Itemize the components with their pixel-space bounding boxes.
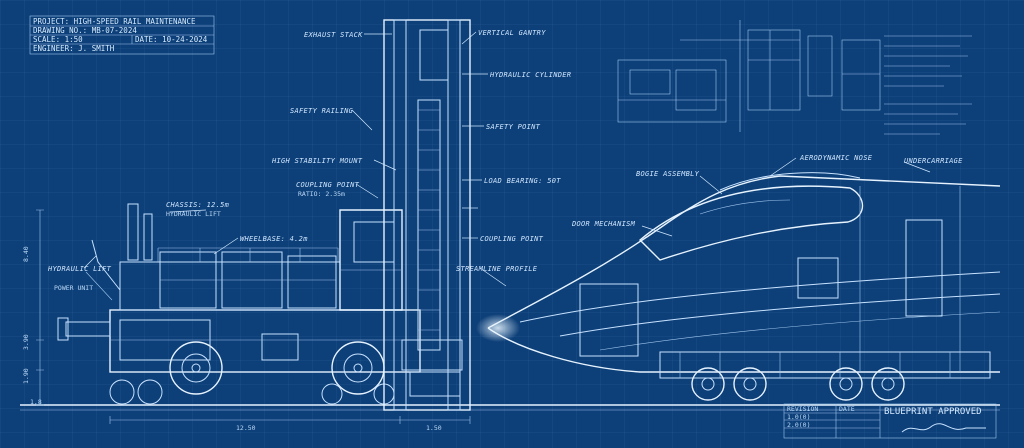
callout-hydraulic-lift-sub: POWER UNIT [54, 284, 93, 292]
callout-hydraulic-cylinder: HYDRAULIC CYLINDER [489, 71, 571, 79]
project-label: PROJECT: HIGH-SPEED RAIL MAINTENANCE [33, 17, 196, 26]
detail-schematics [617, 20, 972, 135]
revision-row-2: 2.0(0) [787, 421, 810, 429]
height-dimension-3: 1.90 [22, 368, 30, 384]
title-block: PROJECT: HIGH-SPEED RAIL MAINTENANCE DRA… [29, 15, 215, 55]
train-bogies [691, 367, 905, 401]
date-header: DATE [839, 405, 855, 413]
callout-undercarriage: UNDERCARRIAGE [904, 157, 963, 165]
callout-streamline-profile: STREAMLINE PROFILE [456, 265, 538, 273]
callout-coupling-point-left-sub: RATIO: 2.35m [298, 190, 345, 198]
callout-exhaust-stack: EXHAUST STACK [304, 31, 363, 39]
length-dimension-2: 1.50 [426, 424, 442, 432]
revision-header: REVISION [787, 405, 818, 413]
callout-hydraulic-lift: HYDRAULIC LIFT [47, 265, 112, 273]
height-dimension-2: 3.90 [22, 334, 30, 350]
height-dimension-4: 1.8 [30, 398, 42, 406]
callout-door-mechanism: DOOR MECHANISM [571, 220, 636, 228]
vertical-gantry [383, 19, 471, 411]
callout-wheelbase: WHEELBASE: 4.2m [240, 235, 308, 243]
callout-load-bearing: LOAD BEARING: 50T [484, 177, 561, 185]
scale-label: SCALE: 1:50 [33, 35, 83, 44]
engineer-label: ENGINEER: J. SMITH [33, 44, 115, 53]
length-dimension-1: 12.50 [236, 424, 256, 432]
callout-coupling-point-left: COUPLING POINT [296, 181, 360, 189]
callout-aerodynamic-nose: AERODYNAMIC NOSE [799, 154, 873, 162]
callout-safety-railing: SAFETY RAILING [290, 107, 354, 115]
leader-lines [83, 31, 931, 287]
maintenance-vehicle [57, 203, 421, 373]
date-label: DATE: 10-24-2024 [135, 35, 208, 44]
callout-chassis-sub: HYDRAULIC LIFT [166, 210, 221, 218]
drawing-number: DRAWING NO.: MB-07-2024 [33, 26, 137, 35]
approval-signature [901, 423, 986, 433]
callout-chassis: CHASSIS: 12.5m [166, 201, 230, 209]
vehicle-wheels [109, 341, 395, 405]
approval-block: REVISION DATE 1.0(0) 2.0(0) BLUEPRINT AP… [783, 403, 997, 439]
revision-row-1: 1.0(0) [787, 413, 810, 421]
callout-vertical-gantry: VERTICAL GANTRY [478, 29, 546, 37]
callout-safety-point: SAFETY POINT [486, 123, 541, 131]
dimension-lines [36, 209, 471, 424]
callout-bogie-assembly: BOGIE ASSEMBLY [636, 170, 700, 178]
callout-high-stability-mount: HIGH STABILITY MOUNT [271, 157, 363, 165]
approval-status: BLUEPRINT APPROVED [884, 407, 982, 417]
headlight-glow [476, 314, 520, 342]
callout-coupling-point-right: COUPLING POINT [480, 235, 544, 243]
height-dimension-1: 8.40 [22, 246, 30, 262]
